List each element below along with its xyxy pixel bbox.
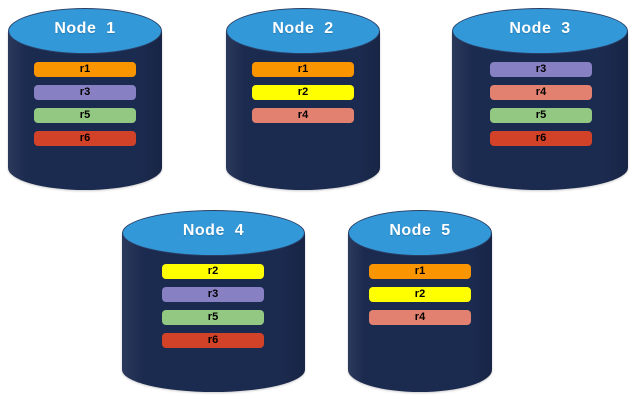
replica-list: r3 r4 r5 r6 [490, 62, 592, 146]
node-cylinder-1: Node 1 r1 r3 r5 r6 [8, 8, 162, 190]
replica-bar: r5 [162, 310, 264, 325]
replica-list: r1 r2 r4 [252, 62, 354, 123]
node-label: Node 3 [509, 20, 571, 37]
replica-bar: r1 [252, 62, 354, 77]
node-cylinder-2: Node 2 r1 r2 r4 [226, 8, 380, 190]
node-label: Node 2 [272, 20, 334, 37]
node-label: Node 1 [54, 20, 116, 37]
replica-bar: r6 [162, 333, 264, 348]
cylinder-top-ellipse [452, 8, 628, 54]
cylinder-top-ellipse [348, 210, 492, 256]
replica-bar: r4 [369, 310, 471, 325]
cylinder-top-ellipse [122, 210, 305, 256]
replica-bar: r2 [252, 85, 354, 100]
replica-bar: r4 [252, 108, 354, 123]
replica-bar: r1 [369, 264, 471, 279]
replica-bar: r6 [490, 131, 592, 146]
replica-list: r1 r2 r4 [369, 264, 471, 325]
replica-bar: r5 [490, 108, 592, 123]
cylinder-body [452, 31, 628, 190]
replica-bar: r5 [34, 108, 136, 123]
node-cylinder-5: Node 5 r1 r2 r4 [348, 210, 492, 392]
replica-bar: r3 [162, 287, 264, 302]
replica-list: r2 r3 r5 r6 [162, 264, 264, 348]
replica-bar: r4 [490, 85, 592, 100]
cylinder-top-ellipse [226, 8, 380, 54]
node-label: Node 4 [182, 222, 245, 239]
node-label: Node 5 [389, 222, 451, 239]
replica-bar: r2 [162, 264, 264, 279]
node-cylinder-4: Node 4 r2 r3 r5 r6 [122, 210, 305, 392]
node-cylinder-3: Node 3 r3 r4 r5 r6 [452, 8, 628, 190]
cylinder-top-ellipse [8, 8, 162, 54]
replica-bar: r3 [490, 62, 592, 77]
replica-bar: r6 [34, 131, 136, 146]
replica-bar: r3 [34, 85, 136, 100]
replica-bar: r1 [34, 62, 136, 77]
replica-bar: r2 [369, 287, 471, 302]
replica-list: r1 r3 r5 r6 [34, 62, 136, 146]
